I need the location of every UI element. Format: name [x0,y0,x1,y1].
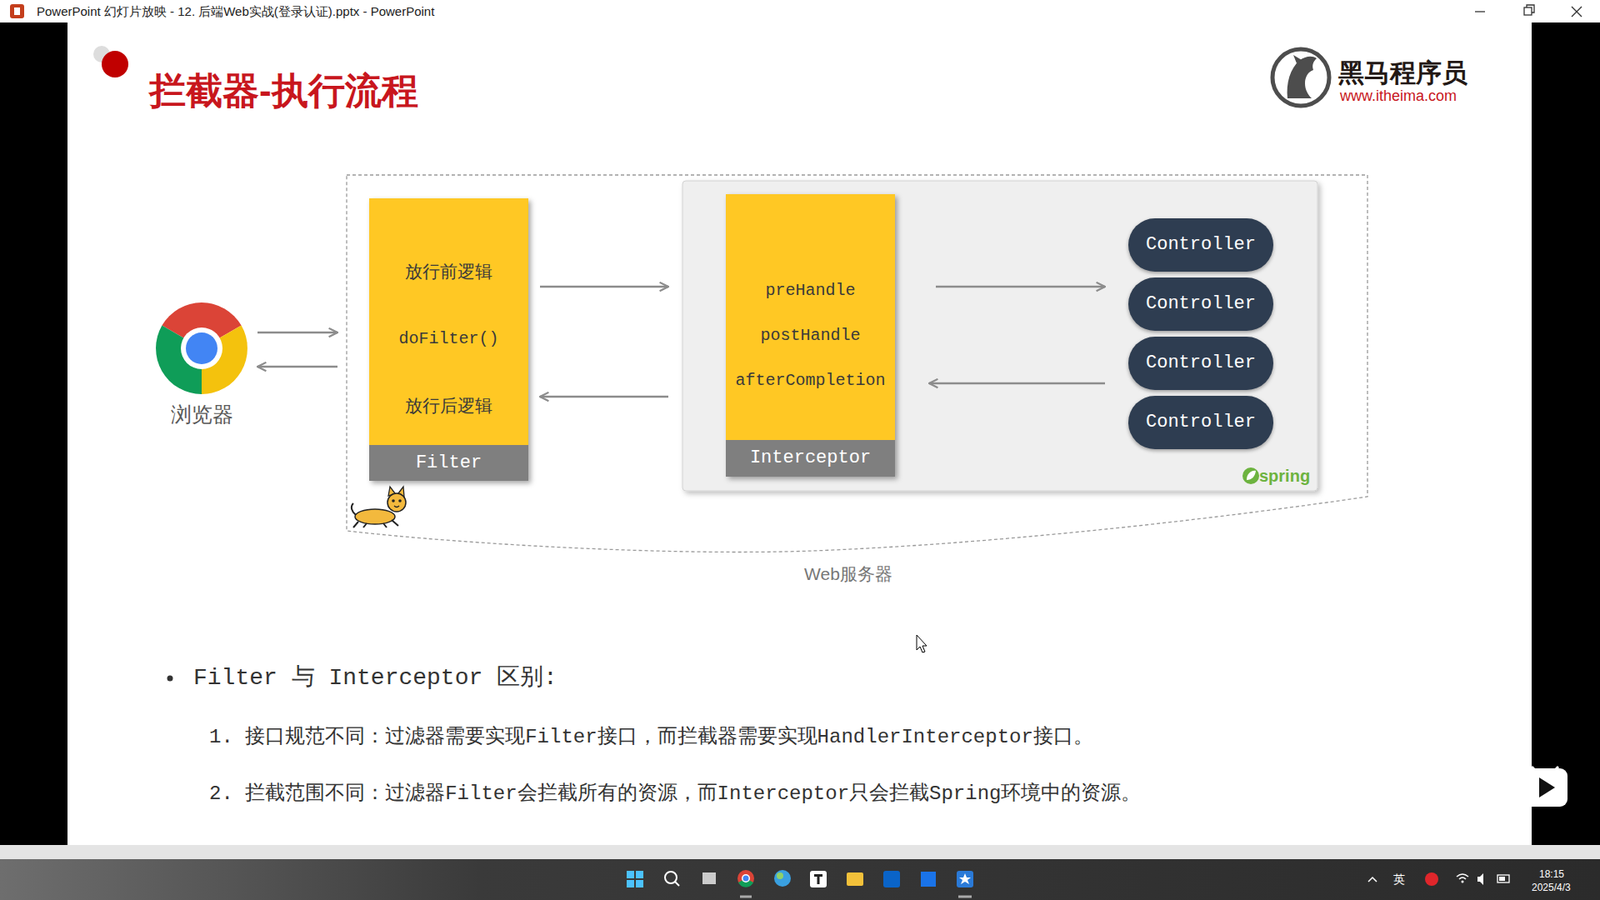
text-slot: 18:15 [1539,866,1565,880]
mouse-cursor [916,635,927,653]
dashed-outline [346,175,1368,552]
label-band: Interceptor [725,440,895,477]
controller-label: Controller [1145,395,1256,450]
component-label: Filter [415,445,482,481]
filter-box: 放行前逻辑 doFilter() 放行后逻辑 Filter [369,198,529,481]
text-slot: 2. 拦截范围不同：过滤器Filter会拦截所有的资源，而Interceptor… [209,780,1141,809]
text-slot: 拦截器-执行流程 [149,68,419,114]
text-slot: www.itheima.com [1340,86,1457,105]
text-slot: 放行前逻辑 [369,260,529,284]
logo-icon [1272,49,1330,106]
text-slot: postHandle [725,324,895,348]
browser-node: 浏览器 [155,302,248,428]
controller-label: Controller [1145,277,1256,331]
taskbar [0,859,1600,900]
text-slot: Controller [1128,395,1274,450]
spring-container: spring preHandle postHandle afterCompletion… [682,180,1318,491]
slide-background [67,22,1532,845]
bullet-heading: Filter 与 Interceptor 区别: [193,663,558,694]
window-title-bar [0,0,1600,23]
region-heading: Web服务器 [800,562,896,586]
spring-logo-text: spring [1259,464,1310,488]
controller-node: Controller [1128,336,1274,390]
chrome-icon [155,302,248,395]
method-text: preHandle [765,279,855,303]
method-text: doFilter() [398,327,499,351]
text-slot: 浏览器 [155,400,248,428]
text-slot: doFilter() [369,327,529,351]
controller-node: Controller [1128,218,1274,272]
controller-label: Controller [1145,218,1256,272]
text-slot: Web服务器 [756,562,940,586]
bullet-dot [167,675,174,682]
controller-node: Controller [1128,395,1274,450]
region-outline [345,174,1369,558]
controller-label: Controller [1145,336,1256,390]
clock-time: 18:15 [1539,868,1565,881]
list-item: 2. 拦截范围不同：过滤器Filter会拦截所有的资源，而Interceptor… [209,780,1141,809]
slideshow-strip [0,845,1600,860]
text-slot: spring [1259,464,1315,488]
logic-text: 放行前逻辑 [405,260,493,284]
title-dots [93,45,129,78]
label-band: Filter [369,445,529,481]
flow-arrow [935,285,1105,289]
node-label: 浏览器 [170,400,234,428]
text-slot: 黑马程序员 [1338,58,1468,89]
logo-url: www.itheima.com [1340,86,1457,105]
flow-arrow [540,285,669,289]
interceptor-box: preHandle postHandle afterCompletionInterc… [725,194,895,477]
text-slot: Filter 与 Interceptor 区别: [193,663,558,694]
text-slot: Controller [1128,277,1274,331]
text-slot: 1. 接口规范不同：过滤器需要实现Filter接口，而拦截器需要实现Handle… [209,723,1094,752]
spring-container-panel [682,180,1318,491]
text-slot: Controller [1128,336,1274,390]
logo-name: 黑马程序员 [1338,58,1468,89]
spring-leaf-icon [1242,467,1260,485]
logic-text: 放行后逻辑 [405,394,493,418]
flow-arrow [540,395,669,399]
text-slot: afterCompletion [725,369,895,393]
tomcat-icon [351,486,406,528]
text-slot: preHandle [725,279,895,303]
slide-title: 拦截器-执行流程 [149,68,419,114]
list-item: 1. 接口规范不同：过滤器需要实现Filter接口，而拦截器需要实现Handle… [209,723,1094,752]
flow-arrow [929,382,1105,385]
text-slot: Controller [1128,218,1274,272]
text-slot: PowerPoint 幻灯片放映 - 12. 后端Web实战(登录认证).ppt… [36,4,435,19]
web-server-region: Web服务器放行前逻辑doFilter()放行后逻辑Filterspringpr… [345,174,1369,558]
method-text: postHandle [760,324,860,348]
flow-arrow [257,365,338,369]
text-slot: 放行后逻辑 [369,394,529,418]
clock-date: 2025/4/3 [1531,881,1571,895]
tray-text: 英 [1393,871,1405,887]
play-button [1522,766,1568,807]
controller-node: Controller [1128,277,1274,331]
component-label: Interceptor [750,440,871,477]
window-title: PowerPoint 幻灯片放映 - 12. 后端Web实战(登录认证).ppt… [36,4,435,19]
method-text: afterCompletion [735,369,885,393]
text-slot: 英 [1393,871,1405,887]
text-slot: 2025/4/3 [1531,880,1571,893]
flow-arrow [257,331,338,335]
